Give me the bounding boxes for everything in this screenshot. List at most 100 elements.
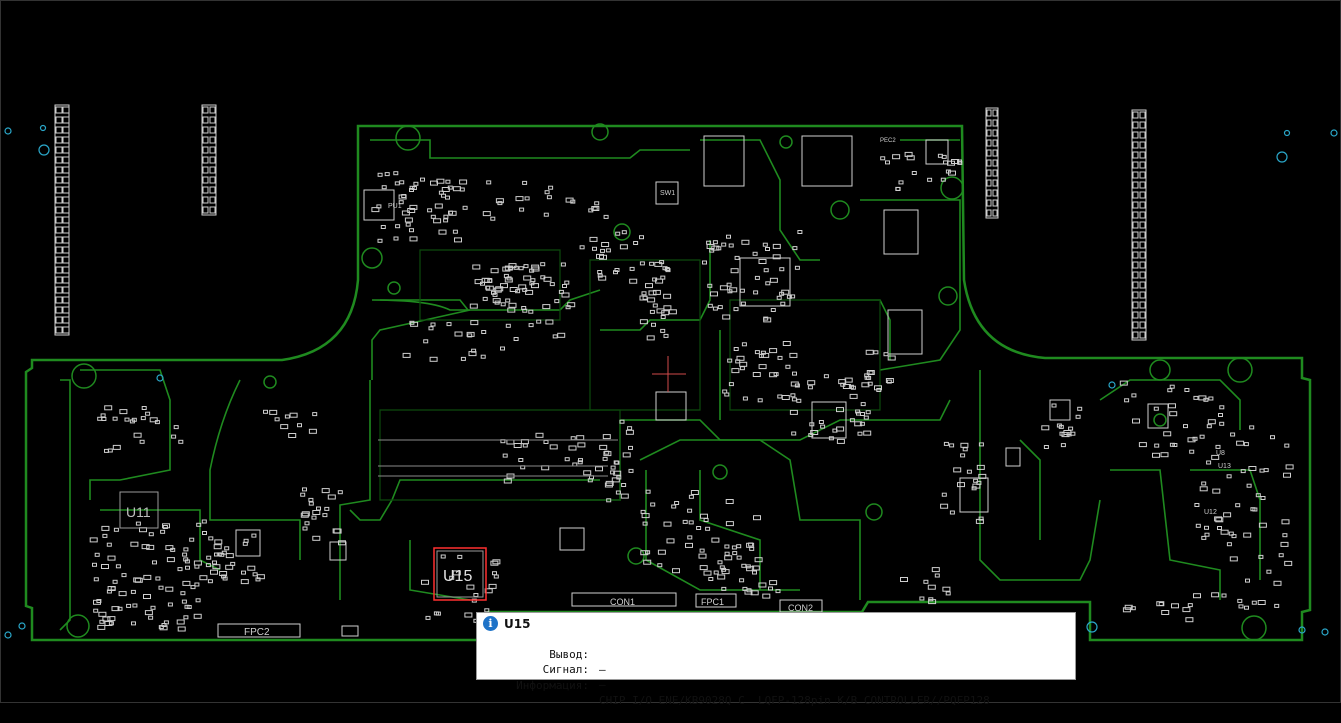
smd-part bbox=[1167, 388, 1173, 393]
smd-part bbox=[118, 591, 127, 597]
smd-part bbox=[322, 513, 328, 518]
ref-con1[interactable]: CON1 bbox=[610, 597, 635, 607]
smd-part bbox=[524, 196, 530, 201]
smd-part bbox=[55, 186, 63, 194]
smd-part bbox=[610, 465, 616, 470]
smd-part bbox=[371, 207, 380, 213]
smd-part bbox=[1258, 554, 1264, 559]
smd-part bbox=[101, 417, 107, 421]
smd-part bbox=[1184, 388, 1190, 392]
smd-part bbox=[452, 570, 461, 576]
smd-part bbox=[202, 176, 209, 184]
smd-part bbox=[284, 414, 290, 419]
smd-part bbox=[62, 106, 70, 114]
smd-part bbox=[732, 551, 738, 556]
smd-part bbox=[570, 436, 576, 441]
smd-part bbox=[518, 458, 524, 462]
smd-part bbox=[1132, 211, 1139, 219]
smd-part bbox=[621, 230, 627, 235]
smd-part bbox=[1124, 398, 1130, 403]
tooltip-value: — bbox=[599, 678, 606, 691]
smd-part bbox=[1208, 396, 1214, 401]
smd-part bbox=[445, 195, 450, 200]
pcb-board-view[interactable]: U11 U15 U12 U13 U8 CON1 CON2 FPC1 FPC2 P… bbox=[0, 0, 1341, 703]
smd-part bbox=[1132, 141, 1139, 149]
smd-part bbox=[973, 478, 979, 483]
smd-part bbox=[769, 580, 778, 586]
smd-part bbox=[209, 166, 216, 174]
ref-pec2[interactable]: PEC2 bbox=[880, 138, 896, 144]
smd-part bbox=[564, 280, 570, 285]
smd-part bbox=[1132, 261, 1139, 269]
smd-part bbox=[564, 457, 570, 462]
smd-part bbox=[62, 196, 70, 204]
smd-part bbox=[789, 352, 798, 358]
smd-part bbox=[490, 268, 499, 274]
smd-part bbox=[213, 544, 222, 550]
smd-part bbox=[748, 542, 754, 547]
smd-part bbox=[546, 195, 552, 200]
smd-part bbox=[763, 268, 769, 273]
smd-part bbox=[393, 236, 399, 241]
smd-part bbox=[1245, 578, 1250, 583]
ref-u15[interactable]: U15 bbox=[443, 568, 472, 585]
smd-part bbox=[1043, 445, 1049, 449]
smd-part bbox=[506, 439, 515, 445]
ref-u11[interactable]: U11 bbox=[126, 504, 151, 520]
smd-part bbox=[525, 289, 534, 295]
smd-part bbox=[712, 240, 718, 245]
smd-part bbox=[729, 287, 738, 293]
smd-part bbox=[605, 248, 611, 253]
smd-part bbox=[734, 255, 740, 260]
smd-part bbox=[486, 180, 492, 185]
smd-part bbox=[445, 179, 451, 184]
smd-part bbox=[209, 136, 216, 144]
ref-pu1[interactable]: PU1 bbox=[388, 203, 402, 210]
smd-part bbox=[1139, 321, 1146, 329]
smd-part bbox=[735, 359, 741, 364]
smd-part bbox=[671, 504, 677, 509]
smd-part bbox=[62, 216, 70, 224]
smd-part bbox=[441, 193, 446, 198]
ref-u13[interactable]: U13 bbox=[1218, 463, 1231, 470]
smd-part bbox=[55, 256, 63, 264]
smd-part bbox=[522, 180, 528, 185]
smd-part bbox=[599, 444, 608, 450]
smd-part bbox=[620, 493, 629, 499]
u15-selection-box[interactable] bbox=[433, 547, 487, 601]
smd-part bbox=[1139, 331, 1146, 339]
smd-part bbox=[440, 554, 446, 559]
smd-part bbox=[707, 283, 713, 288]
smd-part bbox=[986, 209, 992, 217]
smd-part bbox=[992, 199, 998, 207]
smd-part bbox=[855, 409, 861, 414]
smd-part bbox=[949, 510, 955, 515]
smd-part bbox=[133, 432, 142, 438]
smd-part bbox=[196, 522, 202, 527]
ref-sw1[interactable]: SW1 bbox=[660, 190, 675, 197]
ref-u12[interactable]: U12 bbox=[1204, 509, 1217, 516]
ref-fpc2[interactable]: FPC2 bbox=[244, 627, 270, 638]
smd-part bbox=[639, 319, 648, 325]
info-icon: i bbox=[483, 616, 498, 631]
smd-part bbox=[131, 621, 136, 626]
smd-part bbox=[241, 570, 246, 575]
smd-part bbox=[548, 185, 554, 190]
ref-u8[interactable]: U8 bbox=[1216, 450, 1225, 457]
smd-part bbox=[300, 512, 309, 518]
smd-part bbox=[89, 537, 98, 543]
smd-part bbox=[561, 292, 570, 298]
smd-part bbox=[209, 176, 216, 184]
smd-part bbox=[1284, 443, 1290, 448]
smd-part bbox=[1132, 111, 1139, 119]
smd-part bbox=[986, 189, 992, 197]
ref-con2[interactable]: CON2 bbox=[788, 603, 813, 613]
ref-fpc1[interactable]: FPC1 bbox=[701, 597, 724, 607]
smd-part bbox=[62, 246, 70, 254]
smd-part bbox=[492, 559, 501, 565]
smd-part bbox=[1214, 516, 1223, 522]
smd-part bbox=[1263, 468, 1269, 473]
smd-part bbox=[1283, 472, 1291, 478]
smd-part bbox=[177, 626, 186, 632]
smd-part bbox=[1189, 449, 1195, 454]
